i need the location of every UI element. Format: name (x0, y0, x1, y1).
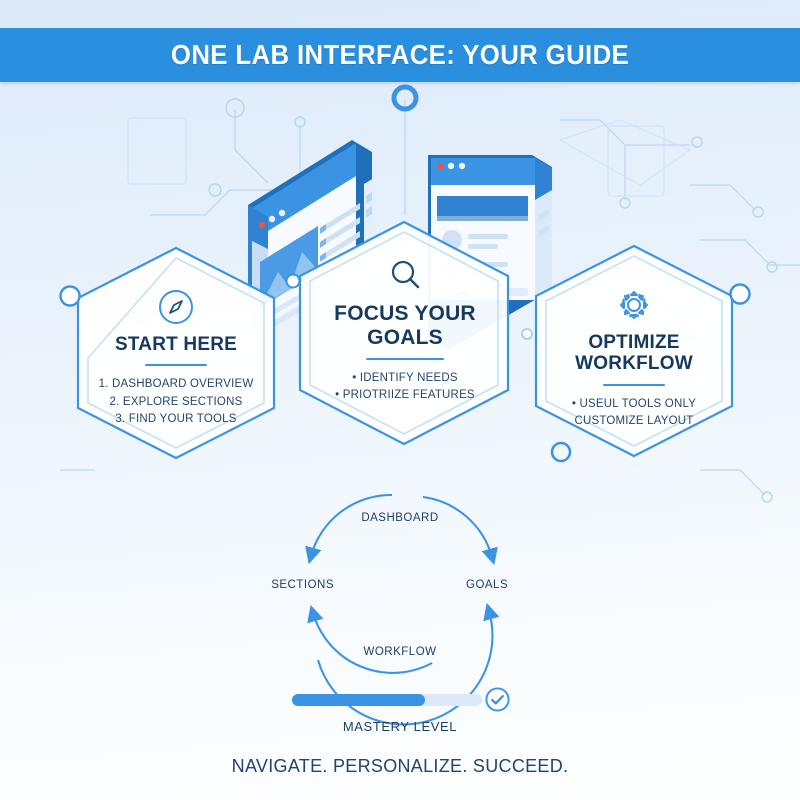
cycle-label-dashboard: DASHBOARD (361, 512, 439, 524)
page-title: ONE LAB INTERFACE: YOUR GUIDE (170, 39, 630, 70)
header-bar: ONE LAB INTERFACE: YOUR GUIDE (0, 28, 800, 82)
card-line-1: 1. DASHBOARD OVERVIEW (98, 378, 254, 391)
arrow-goals-from-dashboard (422, 495, 498, 566)
cycle-label-workflow: WORKFLOW (363, 646, 437, 658)
card-title-line-2: GOALS (367, 325, 443, 349)
card-line-1: • USEUL TOOLS ONLY (571, 397, 697, 410)
compass-icon (78, 284, 274, 330)
card-focus-your-goals[interactable]: FOCUS YOUR GOALS • IDENTIFY NEEDS • PRIO… (302, 252, 508, 405)
cycle-label-goals: GOALS (466, 579, 509, 591)
card-title-line-1: FOCUS YOUR (334, 302, 476, 325)
card-title: START HERE (115, 334, 237, 355)
card-start-here[interactable]: START HERE 1. DASHBOARD OVERVIEW 2. EXPL… (78, 284, 274, 428)
check-circle-icon (485, 687, 510, 712)
title-divider (366, 358, 444, 361)
card-line-2: 2. EXPLORE SECTIONS (109, 395, 243, 408)
card-line-1: • IDENTIFY NEEDS (352, 372, 458, 385)
progress-label: MASTERY LEVEL (342, 719, 458, 734)
cycle-label-sections: SECTIONS (271, 579, 334, 591)
card-line-3: 3. FIND YOUR TOOLS (115, 412, 237, 425)
card-title-line-2: WORKFLOW (575, 353, 693, 375)
title-divider (603, 383, 665, 386)
card-line-2: • PRIOTRIIZE FEATURES (335, 389, 475, 402)
gear-icon (536, 282, 732, 328)
arrow-workflow-to-sections (307, 604, 433, 674)
card-line-2: CUSTOMIZE LAYOUT (574, 414, 694, 427)
title-divider (145, 364, 207, 367)
arrow-workflow-to-goals (316, 602, 500, 726)
card-title-line-1: OPTIMIZE (588, 332, 680, 353)
progress-fill (292, 694, 425, 706)
magnifier-icon (302, 252, 508, 298)
footer-tagline: NAVIGATE. PERSONALIZE. SUCCEED. (231, 756, 569, 776)
arrow-dashboard-to-sections (305, 493, 393, 565)
mastery-progress-bar[interactable] (292, 694, 482, 706)
card-optimize-workflow[interactable]: OPTIMIZE WORKFLOW • USEUL TOOLS ONLY CUS… (536, 282, 732, 430)
